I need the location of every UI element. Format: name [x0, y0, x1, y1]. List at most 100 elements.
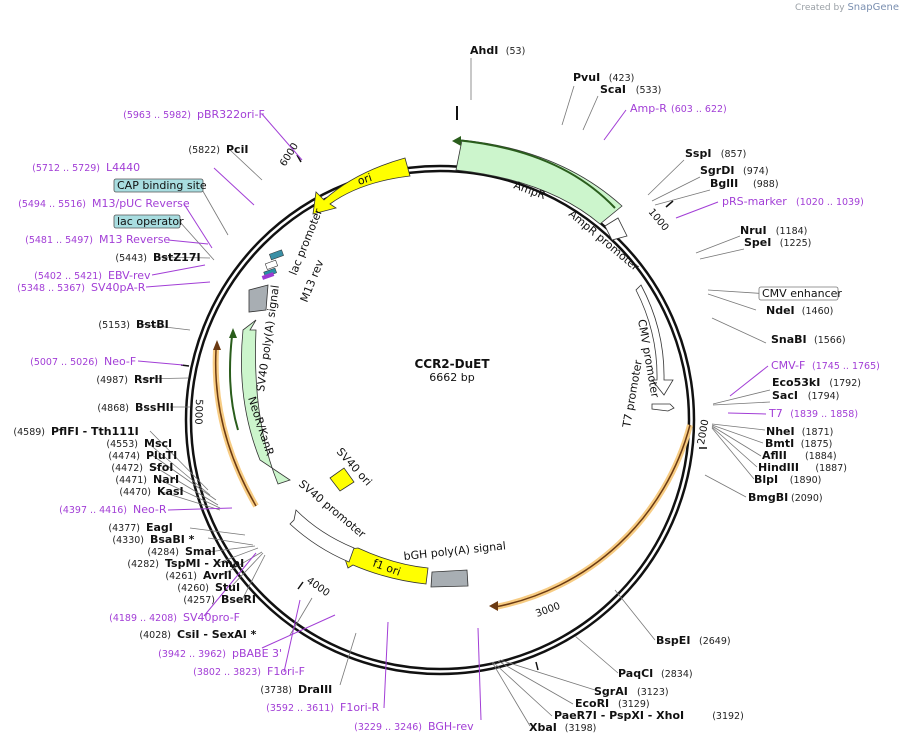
enzyme-site-2[interactable]: ScaI(533) — [600, 83, 661, 96]
primer-site-10[interactable]: Neo-F(5007 .. 5026) — [30, 355, 136, 368]
enzyme-site-29[interactable]: TspMI - XmaI(4282) — [127, 557, 244, 570]
ori-shape — [312, 157, 411, 215]
enzyme-site-41[interactable]: BstBI(5153) — [98, 318, 168, 331]
enzyme-site-25[interactable]: CsiI - SexAI *(4028) — [139, 628, 256, 641]
lac-operator-box — [113, 214, 181, 229]
enzyme-site-30[interactable]: SmaI(4284) — [147, 545, 216, 558]
enzyme-site-43[interactable]: PciI(5822) — [188, 143, 248, 156]
primer-site-4[interactable]: BGH-rev(3229 .. 3246) — [354, 720, 474, 733]
primer-name: SV40pA-R — [91, 281, 146, 294]
enzyme-name: TspMI - XmaI — [165, 557, 244, 570]
enzyme-site-20[interactable]: SgrAI(3123) — [594, 685, 669, 698]
enzyme-name: BmgBI — [748, 491, 788, 504]
enzyme-position: (5153) — [98, 320, 130, 331]
primer-site-6[interactable]: F1ori-F(3802 .. 3823) — [193, 665, 305, 678]
enzyme-site-42[interactable]: BstZ17I(5443) — [115, 251, 200, 264]
enzyme-position: (1890) — [790, 475, 822, 486]
enzyme-position: (533) — [636, 85, 662, 96]
primer-site-5[interactable]: F1ori-R(3592 .. 3611) — [266, 701, 379, 714]
primer-range: (4189 .. 4208) — [109, 613, 177, 624]
enzyme-site-38[interactable]: PflFI - Tth111I(4589) — [13, 425, 138, 438]
primer-site-0[interactable]: Amp-R(603 .. 622) — [630, 102, 727, 115]
enzyme-site-16[interactable]: BlpI (1890) — [754, 473, 821, 486]
enzyme-name: StuI — [215, 581, 240, 594]
enzyme-site-22[interactable]: PaeR7I - PspXI - XhoI(3192) — [554, 709, 744, 722]
enzyme-site-19[interactable]: PaqCI(2834) — [618, 667, 693, 680]
enzyme-site-24[interactable]: DraIII(3738) — [260, 683, 332, 696]
f1-ori-shape — [341, 547, 429, 585]
enzyme-position: (4868) — [97, 403, 129, 414]
enzyme-name: SpeI — [744, 236, 771, 249]
primer-name: pBR322ori-F — [197, 108, 265, 121]
enzyme-name: BlpI — [754, 473, 778, 486]
enzyme-site-9[interactable]: SnaBI(1566) — [771, 333, 846, 346]
enzyme-site-11[interactable]: SacI(1794) — [772, 389, 839, 402]
enzyme-site-5[interactable]: BglII(988) — [710, 177, 779, 190]
enzyme-site-28[interactable]: AvrII(4261) — [165, 569, 232, 582]
enzyme-site-6[interactable]: NruI(1184) — [740, 224, 807, 237]
enzyme-position: (5822) — [188, 145, 220, 156]
enzyme-site-40[interactable]: RsrII(4987) — [96, 373, 162, 386]
primer-site-9[interactable]: Neo-R(4397 .. 4416) — [59, 503, 167, 516]
primer-site-3[interactable]: T7(1839 .. 1858) — [768, 407, 858, 420]
enzyme-position: (1460) — [802, 306, 834, 317]
enzyme-site-13[interactable]: BmtI(1875) — [765, 437, 832, 450]
enzyme-site-15[interactable]: HindIII(1887) — [758, 461, 847, 474]
bgh-polya-shape — [430, 569, 469, 588]
enzyme-name: HindIII — [758, 461, 799, 474]
enzyme-site-34[interactable]: NarI(4471) — [115, 473, 179, 486]
enzyme-site-31[interactable]: BsaBI *(4330) — [112, 533, 194, 546]
enzyme-site-21[interactable]: EcoRI(3129) — [575, 697, 650, 710]
primer-site-13[interactable]: M13 Reverse(5481 .. 5497) — [25, 233, 170, 246]
ori-label: ori — [356, 171, 374, 188]
enzyme-site-35[interactable]: SfoI(4472) — [111, 461, 173, 474]
enzyme-name: NarI — [153, 473, 179, 486]
primer-site-7[interactable]: pBABE 3'(3942 .. 3962) — [158, 647, 282, 660]
enzyme-site-36[interactable]: PluTI(4474) — [108, 449, 177, 462]
enzyme-site-37[interactable]: MscI(4553) — [106, 437, 172, 450]
enzyme-site-0[interactable]: AhdI(53) — [470, 44, 525, 57]
enzyme-position: (4257) — [183, 595, 215, 606]
enzyme-position: (1875) — [801, 439, 833, 450]
enzyme-site-4[interactable]: SgrDI (974) — [700, 164, 769, 177]
enzyme-name: SgrDI — [700, 164, 734, 177]
enzyme-site-12[interactable]: NheI(1871) — [766, 425, 833, 438]
primer-range: (1745 .. 1765) — [812, 361, 880, 372]
enzyme-position: (4028) — [139, 630, 171, 641]
enzyme-site-7[interactable]: SpeI(1225) — [744, 236, 811, 249]
primer-site-16[interactable]: pBR322ori-F(5963 .. 5982) — [123, 108, 265, 121]
enzyme-position: (974) — [743, 166, 769, 177]
enzyme-site-23[interactable]: XbaI(3198) — [529, 721, 596, 734]
primer-site-11[interactable]: SV40pA-R (5348 .. 5367) — [17, 281, 146, 294]
enzyme-site-32[interactable]: EagI(4377) — [108, 521, 173, 534]
enzyme-site-18[interactable]: BspEI(2649) — [656, 634, 731, 647]
primer-site-14[interactable]: M13/pUC Reverse(5494 .. 5516) — [18, 197, 190, 210]
enzyme-position: (3198) — [565, 723, 597, 734]
enzyme-site-10[interactable]: Eco53kI(1792) — [772, 376, 861, 389]
lac-promoter-mark — [264, 259, 279, 270]
enzyme-site-27[interactable]: StuI(4260) — [177, 581, 240, 594]
ampr-promoter-shape — [604, 217, 628, 241]
enzyme-site-14[interactable]: AflII(1884) — [762, 449, 837, 462]
t7-promoter-label: T7 promoter — [620, 359, 645, 430]
enzyme-name: NruI — [740, 224, 767, 237]
enzyme-site-8[interactable]: NdeI(1460) — [766, 304, 833, 317]
enzyme-site-33[interactable]: KasI(4470) — [119, 485, 183, 498]
primer-site-12[interactable]: EBV-rev(5402 .. 5421) — [34, 269, 151, 282]
sv40-polya-shape — [248, 284, 269, 313]
primer-site-15[interactable]: L4440(5712 .. 5729) — [32, 161, 140, 174]
enzyme-site-39[interactable]: BssHII(4868) — [97, 401, 173, 414]
enzyme-site-1[interactable]: PvuI(423) — [573, 71, 634, 84]
primer-range: (5348 .. 5367) — [17, 283, 85, 294]
enzyme-site-17[interactable]: BmgBI(2090) — [748, 491, 823, 504]
enzyme-name: RsrII — [134, 373, 163, 386]
enzyme-site-3[interactable]: SspI(857) — [685, 147, 746, 160]
enzyme-site-26[interactable]: BseRI(4257) — [183, 593, 256, 606]
lac-operator-label: lac operator — [117, 215, 184, 228]
primer-name: CMV-F — [771, 359, 805, 372]
primer-site-1[interactable]: pRS-marker(1020 .. 1039) — [722, 195, 864, 208]
cds-2 — [214, 349, 257, 507]
primer-site-2[interactable]: CMV-F (1745 .. 1765) — [771, 359, 880, 372]
enzyme-name: SspI — [685, 147, 711, 160]
primer-site-8[interactable]: SV40pro-F(4189 .. 4208) — [109, 611, 240, 624]
